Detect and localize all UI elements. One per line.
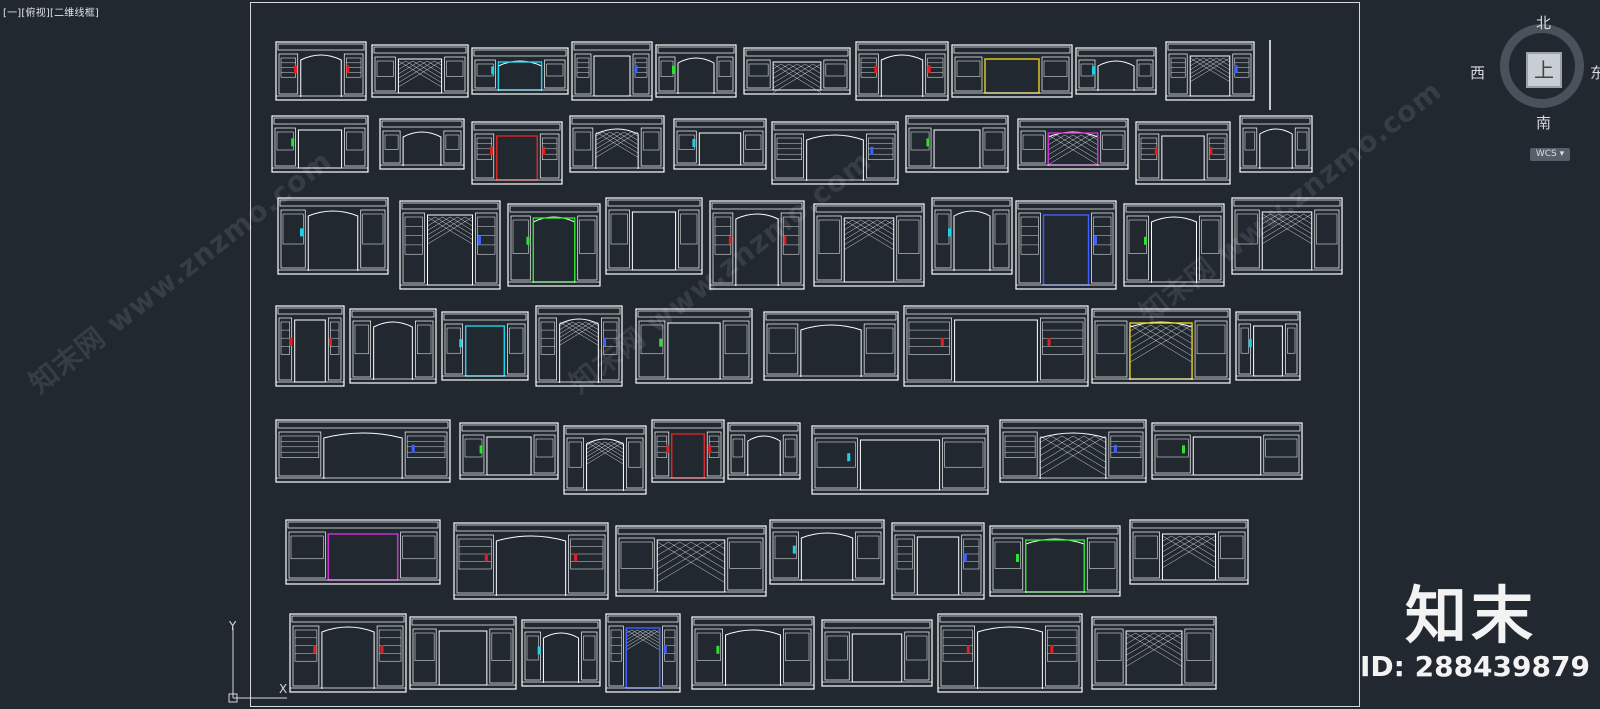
elevation-thumbnail — [1129, 519, 1249, 585]
elevation-thumbnail — [691, 616, 815, 690]
elevation-thumbnail — [813, 203, 925, 287]
elevation-thumbnail — [771, 121, 899, 185]
elevation-thumbnail — [605, 613, 681, 693]
elevation-thumbnail — [1239, 115, 1313, 173]
wcs-label: WCS — [1535, 149, 1557, 159]
elevation-thumbnail — [855, 41, 949, 101]
compass-ring[interactable] — [1500, 24, 1584, 108]
elevation-thumbnail — [275, 419, 451, 483]
elevation-thumbnail — [1165, 41, 1255, 101]
elevation-thumbnail — [903, 305, 1089, 387]
elevation-thumbnail — [453, 522, 609, 600]
elevation-thumbnail — [821, 619, 933, 687]
elevation-thumbnail — [399, 200, 501, 290]
elevation-thumbnail — [571, 41, 653, 101]
elevation-thumbnail — [1135, 121, 1231, 185]
elevation-thumbnail — [471, 121, 563, 185]
compass-east[interactable]: 东 — [1590, 64, 1600, 82]
wcs-menu-button[interactable]: WCS ▾ — [1530, 148, 1570, 161]
elevation-thumbnail — [743, 47, 851, 95]
elevation-thumbnail — [905, 115, 1009, 173]
brand-id: ID: 288439879 — [1360, 650, 1590, 683]
viewcube-top-face[interactable]: 上 — [1528, 54, 1560, 86]
elevation-thumbnail — [285, 519, 441, 585]
ucs-icon: Y X — [225, 619, 295, 705]
elevation-thumbnail — [635, 308, 753, 384]
elevation-thumbnail — [673, 118, 767, 170]
elevation-thumbnail — [989, 525, 1121, 597]
elevation-thumbnail — [951, 44, 1073, 98]
elevation-thumbnail — [655, 44, 737, 98]
elevation-thumbnail — [727, 422, 801, 480]
compass-west[interactable]: 西 — [1470, 64, 1486, 82]
elevation-thumbnail — [275, 41, 367, 101]
elevation-thumbnail — [277, 197, 389, 275]
viewport-label[interactable]: [一][俯视][二维线框] — [3, 8, 100, 19]
ucs-y-label: Y — [228, 620, 237, 633]
compass-south[interactable]: 南 — [1536, 114, 1552, 132]
elevation-thumbnail — [569, 115, 665, 173]
elevation-thumbnail — [769, 519, 885, 585]
elevation-thumbnail — [1123, 203, 1225, 287]
elevation-thumbnail — [1017, 118, 1129, 170]
elevation-thumbnail — [535, 305, 623, 387]
elevation-thumbnail — [709, 200, 805, 290]
elevation-thumbnail — [409, 616, 517, 690]
viewcube[interactable]: 上 北 南 西 东 WCS ▾ — [1470, 12, 1600, 162]
elevation-thumbnail — [563, 425, 647, 495]
elevation-thumbnail — [1091, 616, 1217, 690]
elevation-thumbnail — [271, 115, 369, 173]
brand-logo: 知末 — [1405, 579, 1538, 652]
elevation-thumbnail — [1091, 308, 1231, 384]
elevation-thumbnail — [605, 197, 703, 275]
elevation-thumbnail — [1015, 200, 1117, 290]
elevation-thumbnail — [999, 419, 1147, 483]
elevation-thumbnail — [1235, 311, 1301, 381]
elevation-thumbnail — [441, 311, 529, 381]
elevation-thumbnail — [1151, 422, 1303, 480]
elevation-thumbnail — [615, 525, 767, 597]
elevation-thumbnail — [811, 425, 989, 495]
elevation-thumbnail — [275, 305, 345, 387]
elevation-thumbnail — [763, 311, 899, 381]
elevation-thumbnail — [651, 419, 725, 483]
elevation-thumbnail — [521, 619, 601, 687]
elevation-thumbnail — [371, 44, 469, 98]
elevation-thumbnail — [289, 613, 407, 693]
elevation-thumbnail — [891, 522, 985, 600]
elevation-thumbnail — [1231, 197, 1343, 275]
elevation-thumbnail — [937, 613, 1083, 693]
elevation-thumbnail — [1075, 47, 1157, 95]
elevation-thumbnail — [931, 197, 1013, 275]
compass-north[interactable]: 北 — [1536, 14, 1552, 32]
elevation-thumbnail — [379, 118, 465, 170]
elevation-thumbnail — [507, 203, 601, 287]
ucs-x-label: X — [279, 682, 287, 696]
elevation-thumbnail — [459, 422, 559, 480]
elevation-thumbnail — [349, 308, 437, 384]
elevation-thumbnail — [471, 47, 569, 95]
